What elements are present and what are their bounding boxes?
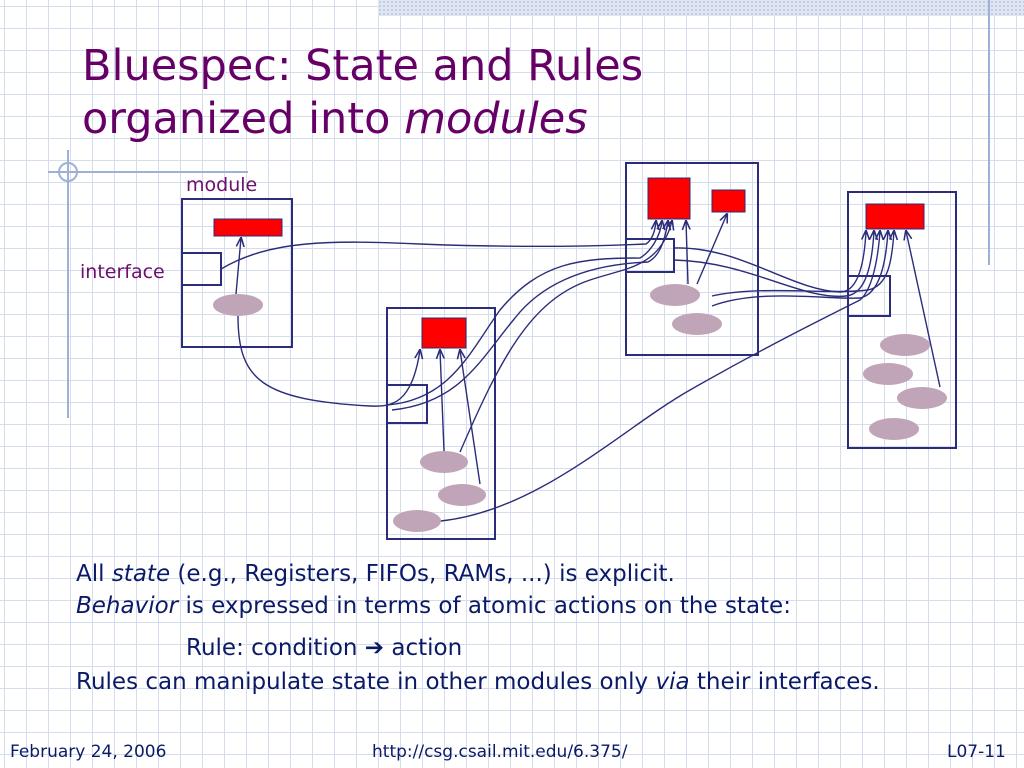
module-4-rule-d bbox=[869, 418, 919, 440]
wire-m3-rule-b-to-m4 bbox=[711, 231, 888, 307]
module-2-state bbox=[421, 317, 467, 349]
module-4-rule-c bbox=[897, 387, 947, 409]
arrow-m2-rule-a-to-state bbox=[440, 350, 444, 452]
body-line-3-b: action bbox=[384, 635, 463, 661]
module-2-rule-b bbox=[438, 484, 486, 506]
body-line-2-emphasis: Behavior bbox=[76, 593, 179, 619]
module-3-state-b bbox=[711, 189, 746, 213]
body-line-1-c: (e.g., Registers, FIFOs, RAMs, ...) is e… bbox=[170, 561, 675, 587]
footer-url: http://csg.csail.mit.edu/6.375/ bbox=[372, 742, 628, 762]
wire-m3-to-m4-b bbox=[673, 231, 874, 297]
body-text: All state (e.g., Registers, FIFOs, RAMs,… bbox=[76, 558, 976, 698]
arrow-m3-rule-a-to-state bbox=[686, 221, 688, 285]
module-4-rule-a bbox=[880, 334, 930, 356]
decor-vertical-line-left bbox=[67, 150, 69, 418]
module-2-interface bbox=[386, 384, 428, 424]
decor-horizontal-line-left bbox=[48, 171, 248, 173]
body-line-4: Rules can manipulate state in other modu… bbox=[76, 666, 976, 698]
module-4 bbox=[847, 191, 957, 449]
module-4-state bbox=[865, 203, 925, 230]
footer-slide-number: L07-11 bbox=[947, 742, 1006, 762]
module-2-rule-a bbox=[420, 451, 468, 473]
module-label: module bbox=[186, 174, 258, 196]
body-line-3-a: Rule: condition bbox=[186, 635, 365, 661]
body-line-2: Behavior is expressed in terms of atomic… bbox=[76, 590, 976, 622]
module-1-interface bbox=[181, 252, 222, 286]
body-line-4-emphasis: via bbox=[655, 669, 690, 695]
footer-date: February 24, 2006 bbox=[10, 742, 167, 762]
body-line-1-a: All bbox=[76, 561, 112, 587]
rule-connections bbox=[220, 214, 941, 522]
decor-ring-icon bbox=[58, 162, 78, 182]
body-line-1-emphasis: state bbox=[111, 561, 171, 587]
wire-m3-interface-to-m4 bbox=[673, 231, 866, 293]
body-line-3: Rule: condition ➔ action bbox=[76, 632, 976, 664]
module-1-rule bbox=[213, 294, 263, 316]
wire-m2-rule-c-to-m4 bbox=[440, 231, 880, 522]
body-line-1: All state (e.g., Registers, FIFOs, RAMs,… bbox=[76, 558, 976, 590]
arrow-m3-rule-to-state-b bbox=[696, 214, 727, 285]
module-3-rule-b bbox=[672, 313, 722, 335]
body-line-2-b: is expressed in terms of atomic actions … bbox=[178, 593, 791, 619]
decor-vertical-line-right bbox=[988, 0, 990, 265]
wire-m3-rule-a-to-m4 bbox=[711, 231, 894, 297]
wire-m2-interface-a-to-m3 bbox=[386, 221, 662, 406]
title-line-1: Bluespec: State and Rules bbox=[82, 41, 644, 91]
top-decoration-band bbox=[378, 0, 1024, 16]
arrow-m1-rule-to-state bbox=[235, 238, 241, 295]
module-4-interface bbox=[847, 275, 891, 317]
body-line-4-a: Rules can manipulate state in other modu… bbox=[76, 669, 656, 695]
right-arrow-icon: ➔ bbox=[364, 635, 385, 661]
interface-label: interface bbox=[80, 261, 165, 283]
title-line-2-prefix: organized into bbox=[82, 94, 405, 144]
module-4-rule-b bbox=[863, 363, 913, 385]
arrow-m2-rule-b-to-state bbox=[460, 350, 481, 485]
module-2-rule-c bbox=[393, 510, 441, 532]
wire-m1-rule-to-m2 bbox=[237, 315, 420, 407]
module-4-box bbox=[847, 191, 957, 449]
module-2 bbox=[386, 307, 496, 540]
body-line-4-c: their interfaces. bbox=[689, 669, 880, 695]
wire-m2-interface-b-to-m3 bbox=[391, 221, 668, 411]
module-3 bbox=[625, 162, 759, 356]
module-1 bbox=[181, 198, 293, 348]
wire-m2-rule-a-to-m3 bbox=[459, 221, 672, 453]
module-3-state-a bbox=[647, 177, 691, 220]
module-diagram bbox=[181, 162, 957, 540]
arrow-m4-rule-c-to-state bbox=[906, 231, 941, 388]
module-3-rule-a bbox=[650, 284, 700, 306]
title-line-2-emphasis: modules bbox=[404, 94, 588, 144]
wire-m1-interface-to-m3 bbox=[220, 221, 656, 270]
module-1-state bbox=[213, 218, 283, 237]
